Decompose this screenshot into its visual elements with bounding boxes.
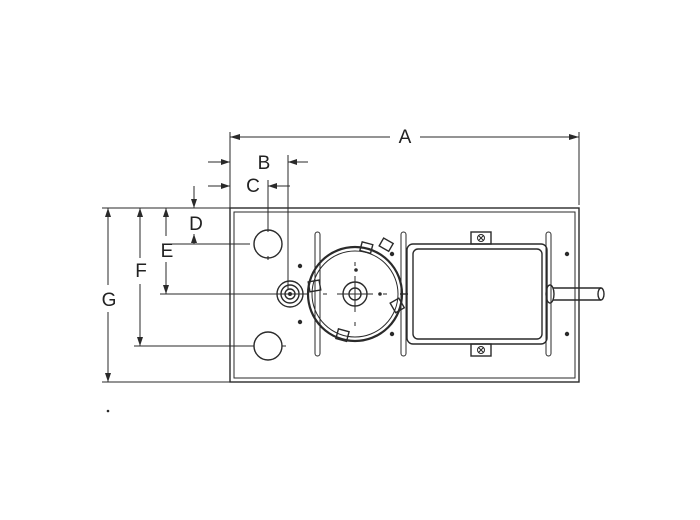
tripper	[378, 237, 395, 253]
dimension-label-b: B	[258, 153, 271, 174]
stray-dot	[106, 409, 110, 413]
enclosure-inner-frame	[233, 211, 576, 379]
bracket-bottom	[470, 343, 492, 357]
tripper	[307, 279, 322, 293]
enclosure	[229, 207, 580, 383]
motor-block	[406, 243, 548, 345]
knockout-bottom	[250, 331, 286, 361]
dimension-label-f: F	[135, 261, 147, 282]
screw-dots	[297, 251, 570, 337]
dimension-b: B	[208, 153, 308, 290]
tripper	[335, 328, 350, 343]
tripper	[389, 297, 406, 314]
bracket-top	[470, 231, 492, 245]
dimension-label-e: E	[161, 241, 174, 262]
knockout-top	[253, 228, 283, 260]
bushing	[272, 280, 308, 308]
dimension-label-c: C	[246, 176, 260, 197]
tripper	[359, 240, 374, 255]
dimension-d: D	[188, 186, 230, 244]
enclosure-outer-frame	[229, 207, 580, 383]
dimension-label-g: G	[102, 290, 117, 311]
dimension-c: C	[208, 176, 290, 232]
dimension-label-a: A	[399, 127, 412, 148]
output-shaft	[545, 284, 605, 304]
dimension-label-d: D	[189, 214, 203, 235]
dimension-g: G	[102, 207, 230, 383]
dimension-a: A	[229, 127, 580, 205]
dimension-e: E	[161, 208, 250, 294]
slot-left	[314, 231, 321, 357]
dimension-f: F	[134, 208, 276, 347]
